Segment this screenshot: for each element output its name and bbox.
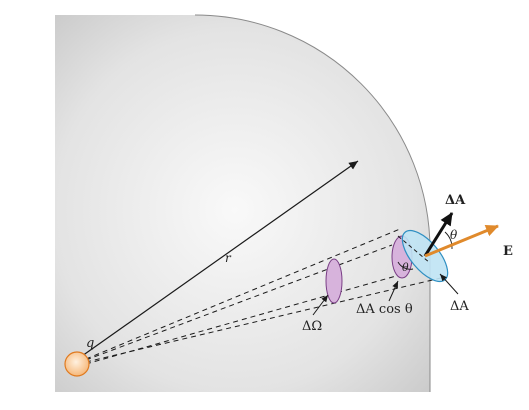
area-vector-arrow [423, 212, 454, 257]
field-label: E [503, 244, 513, 259]
area-vector-label: ΔA [445, 193, 466, 208]
angle-arc-right [444, 231, 453, 250]
field-arrow [424, 224, 499, 258]
pointer-area [439, 273, 459, 295]
charge-label: q [86, 336, 94, 351]
area-label: ΔA [450, 299, 469, 314]
solid-angle-ellipse [325, 258, 343, 304]
point-charge [64, 351, 90, 377]
pointer-solid-angle [312, 294, 329, 316]
radius-arrow [81, 160, 359, 357]
projected-area-label: ΔA cos θ [356, 302, 413, 317]
solid-angle-label: ΔΩ [302, 319, 322, 334]
radius-label: r [225, 251, 232, 265]
cone-line-upper-near [85, 244, 393, 361]
sphere-edge [194, 14, 431, 392]
angle-right-label: θ [450, 228, 458, 242]
cone-line-upper-far [85, 228, 401, 360]
angle-arc-left [397, 261, 414, 270]
angle-left-label: θ [402, 261, 409, 274]
cone-line-lower-near [85, 273, 404, 365]
pointer-projected-area [388, 280, 399, 302]
cone-line-lower-far [85, 276, 446, 363]
